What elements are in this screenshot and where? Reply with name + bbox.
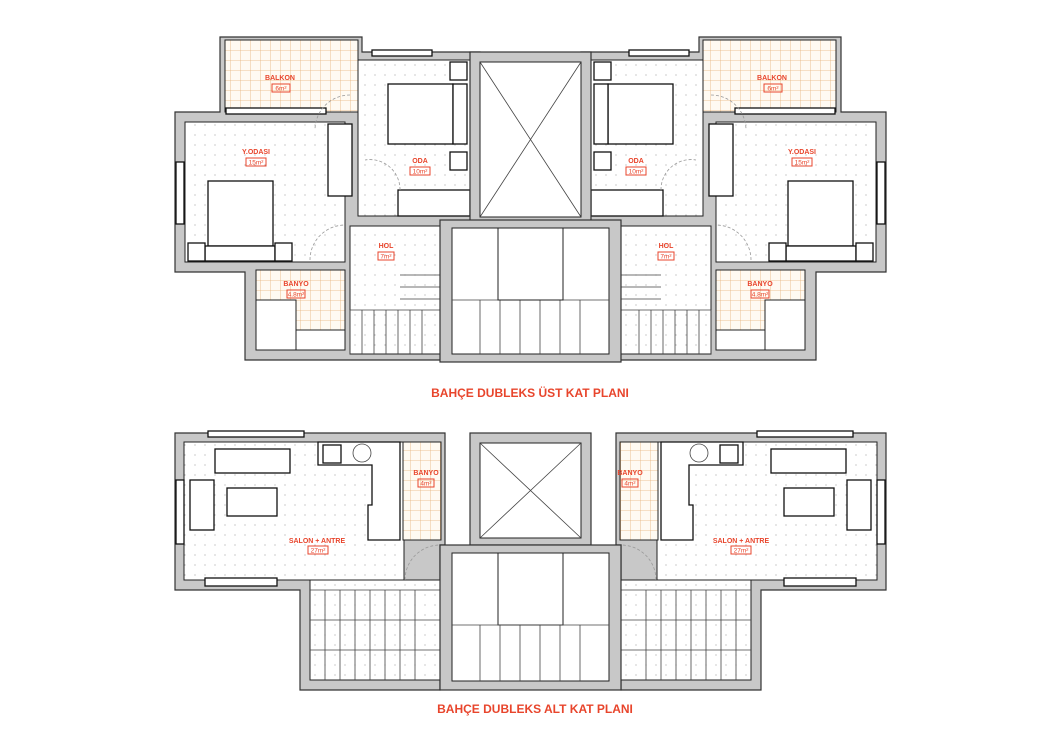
upper-floor-plan: BALKON 6m² Y.ODASI 15m² ODA 10m² HOL 7m²… [174,36,887,400]
room-label-living: SALON + ANTRE [713,538,770,545]
room-area-living: 27m² [734,548,750,555]
room-area-living: 27m² [311,548,327,555]
room-label-balcony: BALKON [265,75,295,82]
room-area-balcony: 6m² [275,86,287,93]
room-label-bathroom: BANYO [747,281,773,288]
room-label-balcony: BALKON [757,75,787,82]
room-area-bedroom: 10m² [413,169,429,176]
room-label-master-bedroom: Y.ODASI [788,149,816,156]
upper-plan-title: BAHÇE DUBLEKS ÜST KAT PLANI [431,385,629,400]
room-label-bedroom: ODA [412,158,428,165]
room-area-bedroom: 10m² [629,169,645,176]
room-label-master-bedroom: Y.ODASI [242,149,270,156]
room-area-bathroom: 4.8m² [752,292,769,299]
room-label-bathroom: BANYO [413,470,439,477]
room-area-master-bedroom: 15m² [249,160,265,167]
room-label-living: SALON + ANTRE [289,538,346,545]
room-label-bathroom: BANYO [617,470,643,477]
room-area-hall: 7m² [660,254,672,261]
room-area-balcony: 6m² [767,86,779,93]
room-area-bathroom: 4m² [624,481,636,488]
room-label-bedroom: ODA [628,158,644,165]
room-label-hall: HOL [659,243,675,250]
room-area-hall: 7m² [380,254,392,261]
room-area-bathroom: 4m² [420,481,432,488]
lower-floor-plan: SALON + ANTRE 27m² BANYO 4m² SALON + ANT… [174,430,887,716]
lower-plan-title: BAHÇE DUBLEKS ALT KAT PLANI [437,702,633,716]
room-area-master-bedroom: 15m² [795,160,811,167]
room-label-bathroom: BANYO [283,281,309,288]
room-label-hall: HOL [379,243,395,250]
room-area-bathroom: 4.8m² [288,292,305,299]
